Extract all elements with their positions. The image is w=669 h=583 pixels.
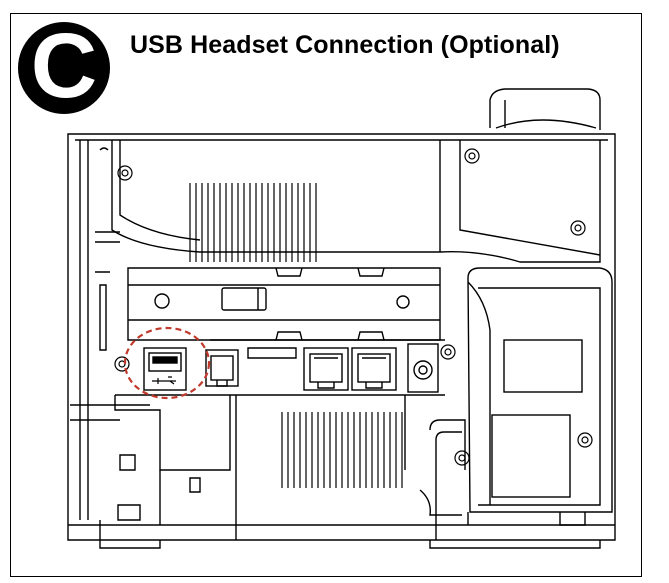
stand-bracket xyxy=(127,267,441,341)
usb-highlight-circle xyxy=(123,326,211,400)
cable-route xyxy=(419,419,586,540)
step-badge: C xyxy=(18,15,110,117)
screw-icons xyxy=(114,148,593,466)
figure-frame xyxy=(10,13,642,577)
lower-foot xyxy=(99,470,201,540)
usb-icon xyxy=(152,376,176,385)
power-jack xyxy=(407,343,439,393)
network-jacks xyxy=(303,347,397,391)
upper-panel xyxy=(111,140,601,263)
usb-port xyxy=(143,347,187,391)
step-letter: C xyxy=(30,15,98,117)
vent-grille-lower xyxy=(281,412,403,488)
phone-body-outline xyxy=(67,133,616,549)
port-rail xyxy=(114,339,445,540)
handset-rest xyxy=(467,267,613,513)
handset-cradle xyxy=(489,88,601,130)
figure-title: USB Headset Connection (Optional) xyxy=(130,31,560,59)
vent-grille-upper xyxy=(189,183,317,262)
headset-jack xyxy=(205,349,239,387)
